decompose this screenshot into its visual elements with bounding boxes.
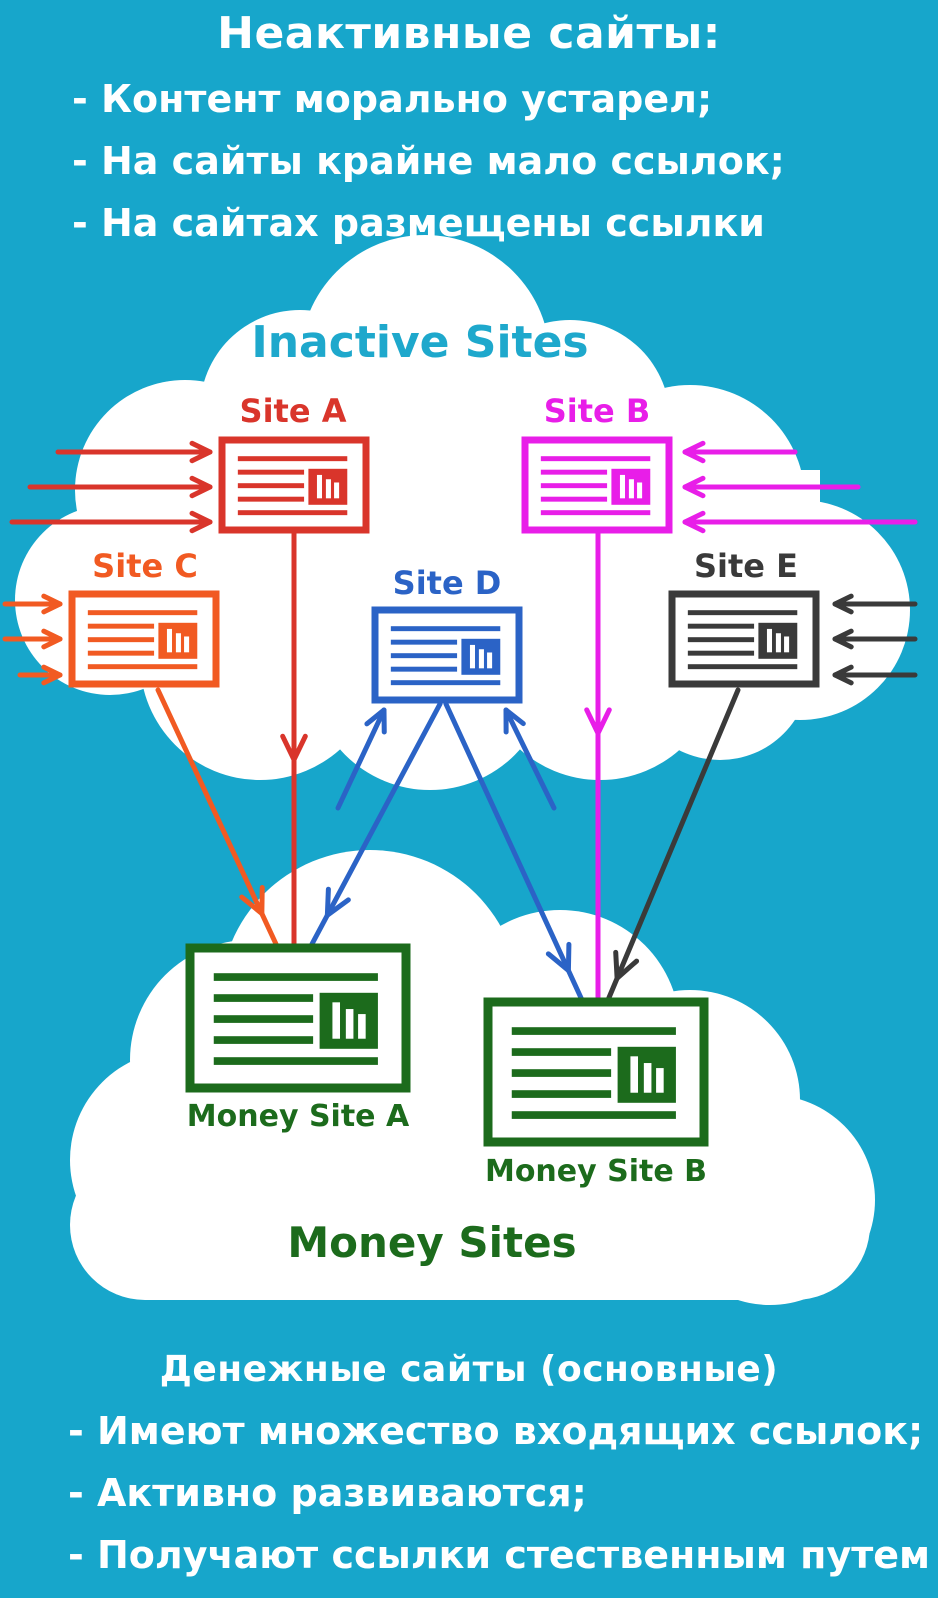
money-site-a-page-icon	[185, 943, 411, 1093]
site-d-to-money-b-arrow	[443, 701, 585, 1003]
site-e-to-money-b-arrow-head	[613, 949, 640, 981]
inactive-sites-title: Inactive Sites	[251, 317, 588, 368]
site-c-to-money-a-arrow-head	[239, 885, 265, 917]
incoming-link-to-site-d-left-arrow	[335, 707, 387, 811]
money-sites-description: Денежные сайты (основные) - Имеют множес…	[0, 1340, 938, 1586]
site-d-page-icon	[371, 606, 523, 704]
external-link-to-site-b-arrow-head	[682, 510, 706, 534]
external-link-to-site-a-arrow-head	[189, 440, 213, 464]
site-b-page-icon	[521, 436, 673, 534]
inactive-sites-heading: Неактивные сайты:	[217, 8, 721, 59]
inactive-sites-description: Неактивные сайты: - Контент морально уст…	[0, 0, 938, 254]
site-a-page-icon	[218, 436, 370, 534]
external-link-to-site-e-arrow-head	[832, 593, 854, 615]
site-e-label: Site E	[694, 547, 798, 585]
site-c-label: Site C	[92, 547, 198, 585]
external-link-to-site-c-arrow-head	[41, 664, 63, 686]
site-a-label: Site A	[240, 392, 347, 430]
site-d-to-money-a-arrow	[309, 701, 443, 947]
external-link-to-site-b-arrow-head	[682, 440, 706, 464]
site-d-to-money-a-arrow-head	[324, 886, 351, 918]
money-site-a-label: Money Site A	[187, 1099, 410, 1134]
money-bullet-3: - Получают ссылки стественным путем	[68, 1533, 931, 1577]
money-sites-heading: Денежные сайты (основные)	[159, 1349, 779, 1390]
incoming-link-to-site-d-left-arrow-head	[364, 707, 387, 735]
external-link-to-site-e-arrow-head	[832, 664, 854, 686]
external-link-to-site-a-arrow-head	[189, 510, 213, 534]
site-e-page-icon	[668, 590, 820, 688]
external-link-to-site-b-arrow-head	[682, 475, 706, 499]
money-site-b-page-icon	[483, 997, 709, 1147]
site-b-to-money-b-arrow-head	[584, 707, 612, 736]
site-d-label: Site D	[393, 564, 502, 602]
site-c-page-icon	[68, 590, 220, 688]
inactive-bullet-2: - На сайты крайне мало ссылок;	[72, 139, 785, 183]
external-link-to-site-c-arrow-head	[41, 593, 63, 615]
site-d-to-money-b-arrow-head	[545, 941, 572, 973]
inactive-bullet-1: - Контент морально устарел;	[72, 77, 713, 121]
money-bullet-1: - Имеют множество входящих ссылок;	[68, 1409, 924, 1453]
money-sites-title: Money Sites	[287, 1218, 576, 1267]
external-link-to-site-c-arrow-head	[41, 628, 63, 650]
money-bullet-2: - Активно развиваются;	[68, 1471, 587, 1515]
inactive-bullet-3: - На сайтах размещены ссылки	[72, 201, 765, 245]
external-link-to-site-a-arrow-head	[189, 475, 213, 499]
external-link-to-site-e-arrow-head	[832, 628, 854, 650]
site-b-label: Site B	[544, 392, 651, 430]
incoming-link-to-site-d-right-arrow	[503, 707, 557, 811]
site-c-to-money-a-arrow	[155, 687, 279, 947]
money-site-b-label: Money Site B	[485, 1154, 707, 1189]
site-e-to-money-b-arrow	[605, 687, 741, 1003]
incoming-link-to-site-d-right-arrow-head	[503, 707, 526, 735]
site-a-to-money-a-arrow-head	[280, 733, 308, 763]
